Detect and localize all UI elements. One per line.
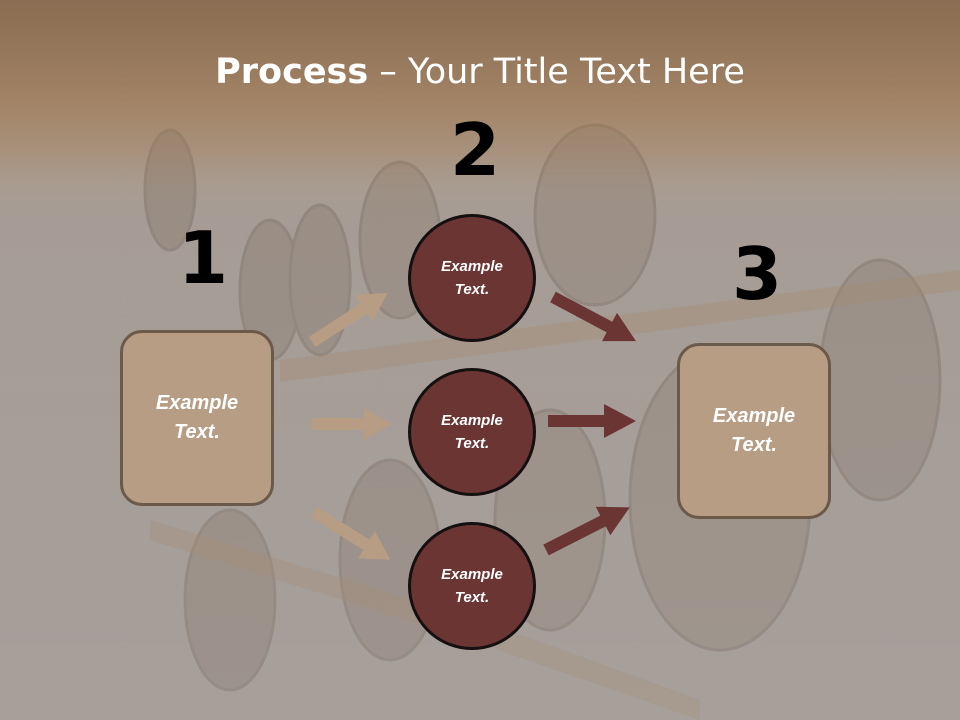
arrow-right-middle <box>548 404 636 438</box>
step-number-1: 1 <box>178 216 229 300</box>
circle-middle-text: Example Text. <box>441 412 503 452</box>
right-text-box[interactable]: Example Text. <box>677 343 831 519</box>
step-number-2: 2 <box>450 108 501 192</box>
circle-bottom-text: Example Text. <box>441 566 503 606</box>
left-box-text: Example Text. <box>155 392 239 443</box>
arrow-left-top <box>308 292 388 348</box>
title-bold: Process <box>215 52 369 92</box>
arrow-left-middle <box>312 408 392 440</box>
step-number-3: 3 <box>732 232 783 316</box>
left-text-box[interactable]: Example Text. <box>120 330 274 506</box>
right-box-text: Example Text. <box>712 405 796 456</box>
circle-top[interactable]: Example Text. <box>408 214 536 342</box>
arrow-right-bottom <box>543 506 630 556</box>
circle-top-text: Example Text. <box>441 258 503 298</box>
circle-bottom[interactable]: Example Text. <box>408 522 536 650</box>
slide-title: Process – Your Title Text Here <box>0 52 960 92</box>
arrow-right-top <box>550 291 636 342</box>
title-rest: – Your Title Text Here <box>368 52 745 92</box>
arrow-left-bottom <box>310 506 391 560</box>
circle-middle[interactable]: Example Text. <box>408 368 536 496</box>
